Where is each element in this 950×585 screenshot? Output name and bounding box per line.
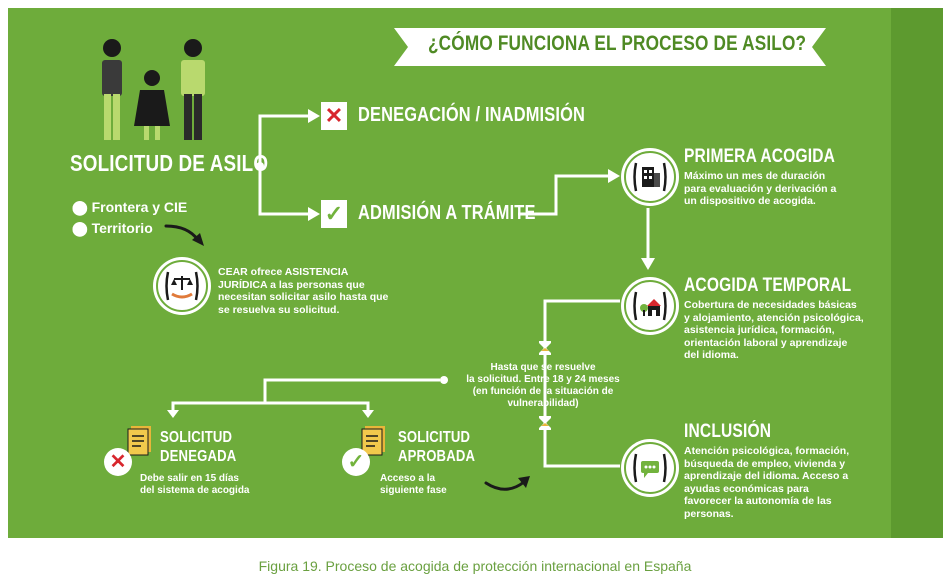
- denegada-description: Debe salir en 15 días del sistema de aco…: [140, 473, 250, 497]
- primera-acogida-circle: [624, 151, 676, 203]
- primera-acogida-title: PRIMERA ACOGIDA: [684, 146, 835, 168]
- inclusion-circle: [624, 442, 676, 494]
- deny-box-icon: ✕: [321, 102, 347, 130]
- acogida-temporal-circle: [624, 280, 676, 332]
- acogida-temporal-title: ACOGIDA TEMPORAL: [684, 275, 851, 297]
- denegacion-label: DENEGACIÓN / INADMISIÓN: [358, 104, 585, 127]
- scales-justice-icon: [164, 268, 200, 304]
- location-pin-icon: ⬤: [72, 199, 88, 215]
- location-label: Territorio: [92, 220, 153, 236]
- page-title: ¿CÓMO FUNCIONA EL PROCESO DE ASILO?: [428, 32, 806, 56]
- infographic-panel: ¿CÓMO FUNCIONA EL PROCESO DE ASILO? SOLI…: [8, 8, 943, 538]
- aprobada-title: SOLICITUD APROBADA: [398, 428, 475, 466]
- building-icon: [632, 159, 668, 195]
- inclusion-description: Atención psicológica, formación, búsqued…: [684, 445, 849, 520]
- plazo-description: Hasta que se resuelve la solicitud. Entr…: [448, 362, 638, 410]
- aprobada-description: Acceso a la siguiente fase: [380, 473, 447, 497]
- chat-bubble-icon: [632, 450, 668, 486]
- solicitud-title: SOLICITUD DE ASILO: [70, 150, 268, 177]
- location-territorio: ⬤ Territorio: [72, 220, 153, 237]
- family-illustration: [96, 38, 216, 148]
- location-label: Frontera y CIE: [92, 199, 188, 215]
- approved-check-icon: ✓: [342, 448, 370, 476]
- cear-description: CEAR ofrece ASISTENCIA JURÍDICA a las pe…: [218, 266, 388, 316]
- location-frontera: ⬤ Frontera y CIE: [72, 199, 187, 216]
- legal-assistance-circle: [156, 260, 208, 312]
- inclusion-title: INCLUSIÓN: [684, 421, 771, 443]
- denied-x-icon: ✕: [104, 448, 132, 476]
- check-box-icon: ✓: [321, 200, 347, 228]
- acogida-temporal-description: Cobertura de necesidades básicas y aloja…: [684, 299, 864, 362]
- admision-label: ADMISIÓN A TRÁMITE: [358, 202, 536, 225]
- location-pin-icon: ⬤: [72, 220, 88, 236]
- house-icon: [632, 288, 668, 324]
- primera-acogida-description: Máximo un mes de duración para evaluació…: [684, 170, 836, 208]
- denegada-title: SOLICITUD DENEGADA: [160, 428, 236, 466]
- figure-caption: Figura 19. Proceso de acogida de protecc…: [0, 558, 950, 574]
